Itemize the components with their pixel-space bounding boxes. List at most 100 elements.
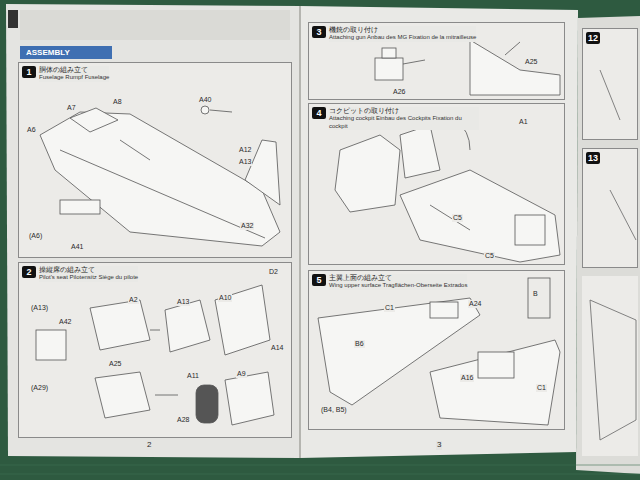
panel-ground-part — [18, 262, 292, 438]
part-number: A13 — [238, 158, 252, 166]
step-header: 12 — [586, 32, 600, 44]
wing-drawing-part — [430, 302, 458, 318]
part-number: (A29) — [30, 384, 49, 392]
part-number: C5 — [484, 252, 495, 260]
next-page-drawing-part — [590, 300, 636, 440]
step-heading: コクピットの取り付け — [329, 107, 479, 115]
panel-ground-part — [582, 148, 638, 268]
cockpit-fuselage-drawing — [335, 120, 560, 262]
section-title: ASSEMBLY — [26, 48, 70, 57]
part-number: A40 — [198, 96, 212, 104]
next-page-drawing-part — [610, 190, 636, 240]
step-heading-group: 胴体の組み立てFuselage Rumpf Fuselage — [39, 66, 109, 82]
part-number: A7 — [66, 104, 77, 112]
page-number: 3 — [436, 441, 442, 450]
paper-part — [299, 6, 301, 458]
step-subheading: Wing upper surface Tragflächen-Oberseite… — [329, 282, 467, 289]
cockpit-drawing — [36, 285, 274, 425]
step-panel: 2操縦席の組み立てPilot's seat Pilotensitz Siège … — [18, 262, 292, 438]
step-number: 1 — [22, 66, 36, 78]
gun-drawing — [375, 40, 560, 95]
step-panel: 13 — [582, 148, 638, 268]
part-number: B6 — [354, 340, 365, 348]
part-number: A25 — [108, 360, 122, 368]
part-number: B — [532, 290, 539, 298]
fuselage-drawing-part — [40, 112, 280, 246]
step-header: 3機銃の取り付けAttaching gun Anbau des MG Fixat… — [312, 26, 476, 42]
step-number: 12 — [586, 32, 600, 44]
mat-grid-part — [0, 474, 640, 475]
step-subheading: Fuselage Rumpf Fuselage — [39, 74, 109, 81]
paper-part — [576, 16, 640, 474]
step-header: 2操縦席の組み立てPilot's seat Pilotensitz Siège … — [22, 266, 138, 282]
step-number: 4 — [312, 107, 326, 119]
paper-part — [6, 4, 300, 458]
cockpit-drawing-part — [95, 372, 150, 418]
part-number: C1 — [536, 384, 547, 392]
cockpit-drawing-part — [155, 395, 178, 396]
step-number: 3 — [312, 26, 326, 38]
panel-ground-part — [308, 22, 565, 100]
step-header: 4コクピットの取り付けAttaching cockpit Einbau des … — [312, 107, 479, 130]
part-number: A12 — [238, 146, 252, 154]
cockpit-drawing-part — [150, 330, 160, 331]
gun-drawing-part — [375, 58, 403, 80]
part-number: (A6) — [28, 232, 43, 240]
part-number: A28 — [176, 416, 190, 424]
wing-drawing-part — [478, 352, 514, 378]
fuselage-drawing-part — [60, 200, 100, 214]
part-number: A25 — [524, 58, 538, 66]
part-number: C1 — [384, 304, 395, 312]
panel-ground-part — [308, 103, 565, 265]
step-number: 5 — [312, 274, 326, 286]
part-number: A1 — [518, 118, 529, 126]
paper — [6, 4, 640, 474]
part-number: A26 — [392, 88, 406, 96]
step-heading: 操縦席の組み立て — [39, 266, 138, 274]
paper-part — [300, 6, 578, 458]
part-number: A32 — [240, 222, 254, 230]
part-number: A6 — [26, 126, 37, 134]
part-number: A14 — [270, 344, 284, 352]
part-number: A42 — [58, 318, 72, 326]
fuselage-drawing — [40, 106, 280, 246]
part-number: A24 — [468, 300, 482, 308]
panel-ground-part — [18, 62, 292, 258]
mat-grid-part — [0, 465, 640, 466]
cockpit-drawing-part — [215, 285, 270, 355]
step-panel: 4コクピットの取り付けAttaching cockpit Einbau des … — [308, 103, 565, 265]
cockpit-drawing-part — [196, 385, 218, 423]
gun-drawing-part — [403, 60, 425, 64]
part-number: A13 — [176, 298, 190, 306]
wing-drawing-part — [430, 340, 560, 425]
part-number: (B4, B5) — [320, 406, 348, 414]
step-number: 13 — [586, 152, 600, 164]
step-header: 13 — [586, 152, 600, 164]
paper-part — [8, 10, 18, 28]
step-heading-group: コクピットの取り付けAttaching cockpit Einbau des C… — [329, 107, 479, 130]
cockpit-fuselage-drawing-part — [430, 205, 470, 230]
gun-drawing-part — [505, 42, 520, 55]
part-number: A2 — [128, 296, 139, 304]
panel-ground-part — [582, 28, 638, 140]
wing-drawing-part — [528, 278, 550, 318]
part-number: A11 — [186, 372, 200, 380]
part-number: D2 — [268, 268, 279, 276]
next-page-drawing — [590, 70, 636, 440]
section-bar: ASSEMBLY — [20, 46, 112, 59]
step-heading: 胴体の組み立て — [39, 66, 109, 74]
step-subheading: Pilot's seat Pilotensitz Siège du pilote — [39, 274, 138, 281]
fuselage-drawing-part — [70, 108, 118, 132]
next-page-drawing-part — [600, 70, 620, 120]
step-panel: 12 — [582, 28, 638, 140]
step-heading: 機銃の取り付け — [329, 26, 476, 34]
part-number: A16 — [460, 374, 474, 382]
paper-part — [20, 10, 290, 40]
step-header: 5主翼上面の組み立てWing upper surface Tragflächen… — [312, 274, 467, 290]
gun-drawing-part — [470, 40, 560, 95]
step-heading-group: 主翼上面の組み立てWing upper surface Tragflächen-… — [329, 274, 467, 290]
step-header: 1胴体の組み立てFuselage Rumpf Fuselage — [22, 66, 109, 82]
step-subheading: Attaching gun Anbau des MG Fixation de l… — [329, 34, 476, 41]
cockpit-fuselage-drawing-part — [515, 215, 545, 245]
panel-ground — [18, 22, 638, 456]
